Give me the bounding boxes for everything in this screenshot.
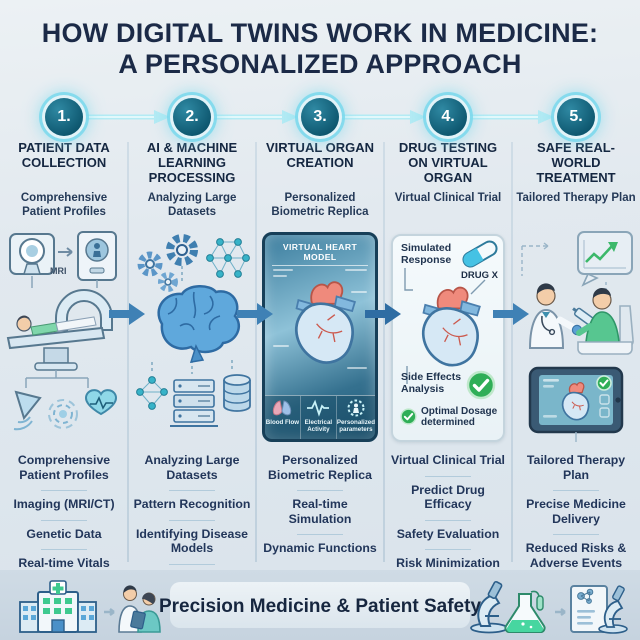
title-line-1: HOW DIGITAL TWINS WORK IN MEDICINE: bbox=[41, 18, 599, 48]
column-divider bbox=[511, 142, 513, 562]
list-item: Virtual Clinical Trial bbox=[391, 453, 505, 467]
mri-label: MRI bbox=[50, 266, 67, 276]
list-item: Personalized Biometric Replica bbox=[268, 453, 372, 482]
flow-arrow-4-5 bbox=[493, 303, 529, 325]
panel-title: VIRTUAL HEART MODEL bbox=[282, 242, 358, 262]
list-item: Real-time Simulation bbox=[260, 483, 380, 527]
patient-data-list: Comprehensive Patient Profiles Imaging (… bbox=[4, 452, 124, 601]
mri-scan-scene-icon bbox=[6, 231, 118, 431]
column-divider bbox=[383, 142, 385, 562]
column-subtitle: Personalized Biometric Replica bbox=[271, 192, 369, 218]
list-item: Imaging (MRI/CT) bbox=[4, 483, 124, 513]
list-item: Predict Drug Efficacy bbox=[388, 469, 508, 513]
column-title: AI & MACHINE LEARNING PROCESSING bbox=[146, 140, 238, 186]
list-item: Dynamic Functions bbox=[260, 527, 380, 557]
step-badge-5: 5. bbox=[557, 98, 595, 136]
column-patient-data-collection: PATIENT DATA COLLECTION Comprehensive Pa… bbox=[0, 140, 128, 615]
hospital-and-doctors-icon bbox=[19, 580, 161, 633]
step-connector-arrow bbox=[86, 110, 170, 124]
step-badge-1: 1. bbox=[45, 98, 83, 136]
flow-arrow-2-3 bbox=[237, 303, 273, 325]
list-item: Comprehensive Patient Profiles bbox=[17, 453, 111, 482]
step-connector-arrow bbox=[214, 110, 298, 124]
column-safe-treatment: SAFE REAL-WORLD TREATMENT Tailored Thera… bbox=[512, 140, 640, 615]
virtual-heart-icon bbox=[295, 281, 357, 364]
lab-research-icons bbox=[470, 580, 628, 634]
doctor-patient-scene-icon bbox=[521, 231, 634, 442]
list-item: Tailored Therapy Plan bbox=[526, 453, 626, 482]
column-title: VIRTUAL ORGAN CREATION bbox=[265, 140, 375, 171]
check-circle-icon bbox=[400, 408, 417, 425]
page-title: HOW DIGITAL TWINS WORK IN MEDICINE: A PE… bbox=[0, 18, 640, 80]
footer-highlight-band bbox=[170, 582, 470, 628]
step-badge-2: 2. bbox=[173, 98, 211, 136]
step-connector-arrow bbox=[342, 110, 426, 124]
list-item: Reduced Risks & Adverse Events bbox=[516, 527, 636, 571]
step-badge-3: 3. bbox=[301, 98, 339, 136]
lungs-icon bbox=[273, 400, 292, 416]
panel-feature-row: Blood Flow Electrical Activity bbox=[265, 395, 375, 439]
list-item: Pattern Recognition bbox=[132, 483, 252, 513]
virtual-heart-model-panel: VIRTUAL HEART MODEL bbox=[262, 232, 378, 442]
column-subtitle: Tailored Therapy Plan bbox=[516, 192, 636, 204]
drug-x-label: DRUG X bbox=[461, 270, 498, 281]
panel-title-rule bbox=[272, 265, 368, 266]
column-title: DRUG TESTING ON VIRTUAL ORGAN bbox=[398, 140, 498, 186]
list-item: Safety Evaluation bbox=[388, 513, 508, 543]
simulated-response-label: Simulated Response bbox=[401, 242, 452, 266]
column-divider bbox=[127, 142, 129, 562]
check-circle-icon bbox=[466, 370, 496, 400]
steps-columns: PATIENT DATA COLLECTION Comprehensive Pa… bbox=[0, 140, 640, 615]
column-subtitle: Virtual Clinical Trial bbox=[394, 192, 502, 204]
footer-text: Precision Medicine & Patient Safety bbox=[158, 596, 482, 617]
test-heart-icon bbox=[421, 286, 481, 367]
parameters-dial-icon bbox=[347, 399, 365, 417]
step-badge-4: 4. bbox=[429, 98, 467, 136]
column-subtitle: Comprehensive Patient Profiles bbox=[20, 192, 108, 218]
feature-personalized-parameters: Personalized parameters bbox=[335, 396, 375, 439]
feature-blood-flow: Blood Flow bbox=[265, 396, 300, 439]
connector-lines bbox=[404, 268, 486, 384]
drug-testing-list: Virtual Clinical Trial Predict Drug Effi… bbox=[388, 452, 508, 572]
column-title: PATIENT DATA COLLECTION bbox=[18, 140, 110, 171]
list-item: Precise Medicine Delivery bbox=[516, 483, 636, 527]
column-subtitle: Analyzing Large Datasets bbox=[147, 192, 237, 218]
patient-data-illustration: MRI bbox=[4, 230, 124, 444]
drug-testing-panel: Simulated Response DRUG X bbox=[391, 234, 505, 442]
feature-electrical-activity: Electrical Activity bbox=[299, 396, 336, 439]
optimal-dosage-label: Optimal Dosage determined bbox=[421, 406, 498, 429]
brain-ai-icon bbox=[136, 234, 251, 427]
step-connector-arrow bbox=[470, 110, 554, 124]
virtual-organ-list: Personalized Biometric Replica Real-time… bbox=[260, 452, 380, 557]
list-item: Risk Minimization bbox=[388, 542, 508, 572]
treatment-illustration bbox=[516, 230, 636, 444]
column-divider bbox=[255, 142, 257, 562]
list-item: Genetic Data bbox=[4, 513, 124, 543]
column-drug-testing: DRUG TESTING ON VIRTUAL ORGAN Virtual Cl… bbox=[384, 140, 512, 615]
drug-testing-illustration: Simulated Response DRUG X bbox=[388, 230, 508, 444]
flow-arrow-3-4 bbox=[365, 303, 401, 325]
optimal-dosage-row: Optimal Dosage determined bbox=[400, 406, 503, 428]
virtual-heart-illustration: VIRTUAL HEART MODEL bbox=[260, 230, 380, 444]
title-line-2: A PERSONALIZED APPROACH bbox=[118, 48, 522, 79]
drug-capsule-icon bbox=[462, 240, 498, 268]
ai-processing-list: Analyzing Large Datasets Pattern Recogni… bbox=[132, 452, 252, 586]
side-effects-label: Side Effects Analysis bbox=[401, 371, 462, 395]
column-virtual-organ-creation: VIRTUAL ORGAN CREATION Personalized Biom… bbox=[256, 140, 384, 615]
column-ai-ml-processing: AI & MACHINE LEARNING PROCESSING Analyzi… bbox=[128, 140, 256, 615]
flow-arrow-1-2 bbox=[109, 303, 145, 325]
ecg-pulse-icon bbox=[307, 399, 330, 417]
ai-processing-illustration bbox=[132, 230, 252, 444]
column-title: SAFE REAL-WORLD TREATMENT bbox=[536, 140, 616, 186]
list-item: Real-time Vitals bbox=[4, 542, 124, 572]
list-item: Analyzing Large Datasets bbox=[144, 453, 240, 482]
list-item: Identifying Disease Models bbox=[132, 513, 252, 557]
footer-banner: Precision Medicine & Patient Safety bbox=[0, 570, 640, 640]
